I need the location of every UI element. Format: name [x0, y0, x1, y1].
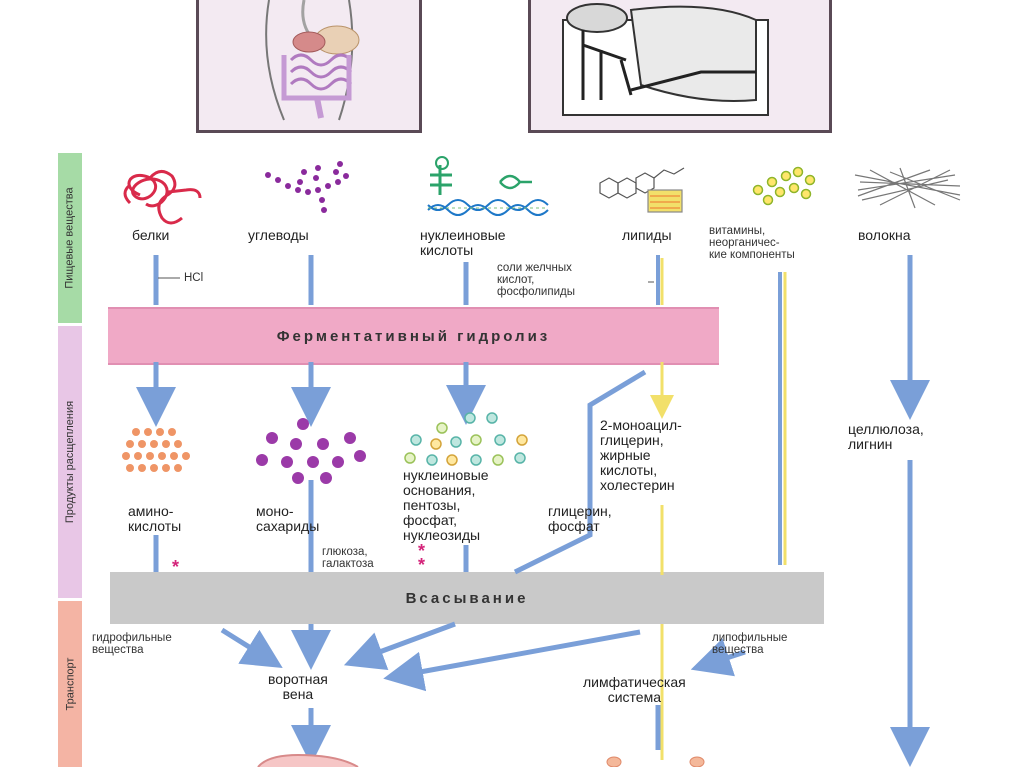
label-nucleo-products: нуклеиновые основания, пентозы, фосфат, …: [403, 467, 489, 543]
star-amino: *: [172, 557, 180, 577]
sidebar-food-substances: Пищевые вещества: [58, 153, 82, 323]
label-fibers: волокна: [858, 227, 911, 243]
nucleotides-icon: [404, 412, 528, 466]
label-nucleic-acids: нуклеиновые кислоты: [420, 227, 506, 258]
carb-icon: [265, 161, 349, 213]
label-vitamins: витамины, неорганичес- кие компоненты: [709, 225, 795, 261]
digestive-organs-drawing: [265, 0, 360, 121]
mouth-illustration: [528, 0, 832, 133]
arrow-portal-from-nucleo: [343, 621, 456, 671]
fiber-icon: [854, 167, 961, 209]
arrow-hydrophilic-portal: [220, 627, 283, 668]
label-lymphatic-system: лимфатическая система: [583, 674, 686, 705]
star-galactose: *: [418, 555, 426, 575]
arrow-lipophilic: [690, 638, 746, 677]
nucleic-acid-icon: [427, 156, 549, 216]
monosaccharides-icon: [256, 418, 366, 484]
absorption-band: Всасывание: [110, 572, 824, 624]
note-hcl: HCl: [184, 272, 204, 284]
note-bile-salts: соли желчных кислот, фосфолипиды: [497, 262, 575, 298]
vitamins-icon: [752, 166, 816, 206]
arrow-portal-long: [383, 629, 641, 692]
absorption-label: Всасывание: [405, 589, 529, 607]
label-cellulose: целлюлоза, лигнин: [848, 421, 924, 452]
note-hydrophilic: гидрофильные вещества: [92, 632, 172, 656]
amino-acids-icon: [122, 428, 190, 472]
arrow-glycerol-route: [513, 369, 647, 575]
note-lipophilic: липофильные вещества: [712, 632, 788, 656]
label-amino-acids: амино- кислоты: [128, 503, 182, 534]
star-glucose: *: [418, 541, 426, 561]
label-proteins: белки: [132, 227, 170, 243]
lipid-icon: [599, 167, 685, 213]
note-glucose: глюкоза, галактоза: [322, 546, 374, 570]
label-carbs: углеводы: [248, 227, 309, 243]
portal-vein-icon: [257, 753, 359, 767]
lymph-node-icon: [606, 756, 705, 767]
sidebar-transport: Транспорт: [58, 601, 82, 767]
label-glycerol: глицерин, фосфат: [548, 503, 612, 534]
sidebar-breakdown-products: Продукты расщепления: [58, 326, 82, 598]
protein-icon: [123, 170, 202, 225]
label-portal-vein: воротная вена: [268, 671, 328, 702]
label-monosaccharides: моно- сахариды: [256, 503, 320, 534]
digestive-system-illustration: [196, 0, 422, 133]
hydrolysis-band: Ферментативный гидролиз: [108, 307, 719, 365]
label-monoacylglycerol: 2-моноацил- глицерин, жирные кислоты, хо…: [600, 417, 682, 493]
hydrolysis-label: Ферментативный гидролиз: [276, 327, 551, 345]
label-lipids: липиды: [622, 227, 672, 243]
tooth-chewing-drawing: [562, 3, 769, 116]
